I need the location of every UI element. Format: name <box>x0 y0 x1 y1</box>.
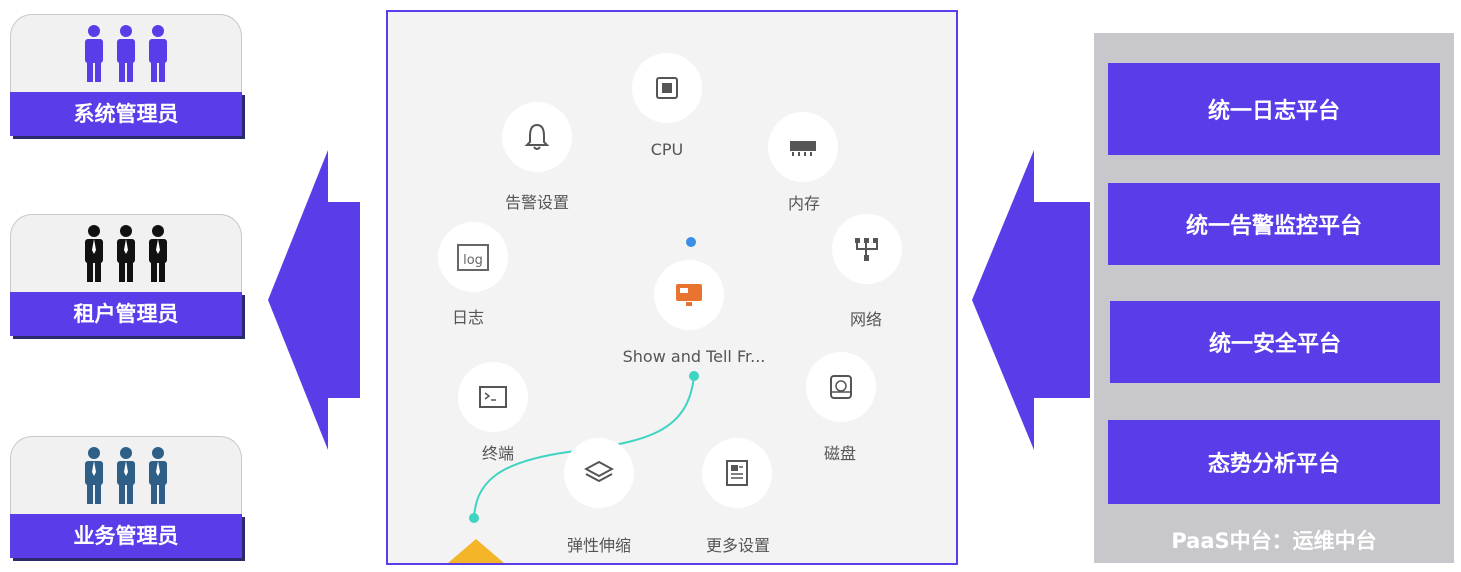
role-label-business-admin: 业务管理员 <box>10 514 242 558</box>
people-group-icon <box>80 446 172 506</box>
people-group-icon <box>80 224 172 284</box>
node-label-alarm-settings: 告警设置 <box>504 193 570 212</box>
disk-icon <box>830 375 852 399</box>
node-label-disk: 磁盘 <box>823 444 857 463</box>
monitor-icon <box>676 284 702 306</box>
node-label-terminal: 终端 <box>481 444 515 463</box>
network-icon <box>855 238 878 261</box>
svg-text:log: log <box>463 253 483 268</box>
role-label-tenant-admin: 租户管理员 <box>10 292 242 336</box>
node-terminal[interactable] <box>458 362 528 432</box>
connector-line <box>448 237 699 563</box>
node-label-memory: 内存 <box>787 194 821 213</box>
cpu-chip-icon <box>656 77 678 99</box>
platform-unified-alarm-monitoring: 统一告警监控平台 <box>1108 183 1440 265</box>
memory-module-icon <box>790 141 816 156</box>
node-label-log: 日志 <box>451 308 485 327</box>
platform-column: 统一日志平台 统一告警监控平台 统一安全平台 态势分析平台 PaaS中台：运维中… <box>1094 33 1454 563</box>
role-label-system-admin: 系统管理员 <box>10 92 242 136</box>
platform-situation-analysis: 态势分析平台 <box>1108 420 1440 504</box>
node-label-elastic-scaling: 弹性伸缩 <box>566 536 632 555</box>
node-network[interactable] <box>832 214 902 284</box>
role-card-business-admin: 业务管理员 <box>10 436 242 558</box>
left-arrow-icon <box>268 150 360 450</box>
paas-footer-label: PaaS中台：运维中台 <box>1171 529 1377 553</box>
role-card-system-admin: 系统管理员 <box>10 14 242 136</box>
node-log[interactable]: log <box>438 222 508 292</box>
node-label-cpu: CPU <box>650 140 684 159</box>
node-center-app[interactable] <box>654 260 724 330</box>
node-elastic-scaling[interactable] <box>564 438 634 508</box>
node-alarm-settings[interactable] <box>502 102 572 172</box>
platform-unified-log: 统一日志平台 <box>1108 63 1440 155</box>
node-label-network: 网络 <box>849 310 883 329</box>
right-side-arrow-icon <box>972 150 1090 450</box>
node-cpu[interactable] <box>632 53 702 123</box>
node-label-more-settings: 更多设置 <box>705 536 771 555</box>
people-group-icon <box>80 24 172 84</box>
node-memory[interactable] <box>768 112 838 182</box>
bell-icon <box>524 123 550 150</box>
resource-menu-panel: CPU 告警设置 内存 log 日志 网络 <box>386 10 958 565</box>
role-card-tenant-admin: 租户管理员 <box>10 214 242 336</box>
platform-unified-security: 统一安全平台 <box>1110 301 1440 383</box>
document-list-icon <box>726 460 748 486</box>
node-more-settings[interactable] <box>702 438 772 508</box>
terminal-icon <box>479 386 507 408</box>
node-label-center-app: Show and Tell Fr... <box>622 347 766 366</box>
layers-icon <box>584 460 614 483</box>
log-icon: log <box>457 244 489 271</box>
node-disk[interactable] <box>806 352 876 422</box>
